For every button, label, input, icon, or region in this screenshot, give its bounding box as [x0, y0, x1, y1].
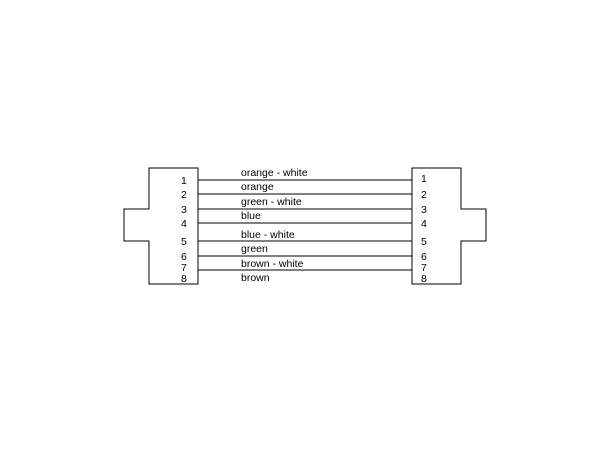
right-pin-2: 2 [421, 189, 427, 201]
left-pin-5: 5 [181, 236, 187, 248]
right-pin-4: 4 [421, 218, 427, 230]
right-pin-1: 1 [421, 173, 427, 185]
left-pin-4: 4 [181, 218, 187, 230]
left-pin-1: 1 [181, 175, 187, 187]
left-pin-6: 6 [181, 251, 187, 263]
left-pin-7: 7 [181, 262, 187, 274]
left-connector [123, 167, 199, 285]
wire-label-4: blue [241, 210, 261, 222]
wire-label-5: blue - white [241, 229, 295, 241]
right-pin-5: 5 [421, 236, 427, 248]
wire-label-7: brown - white [241, 258, 304, 270]
right-pin-8: 8 [421, 273, 427, 285]
right-pin-6: 6 [421, 251, 427, 263]
right-pin-7: 7 [421, 262, 427, 274]
wire-label-1: orange - white [241, 167, 308, 179]
left-pin-2: 2 [181, 189, 187, 201]
wire-label-3: green - white [241, 196, 302, 208]
left-pin-8: 8 [181, 273, 187, 285]
wire-label-6: green [241, 243, 268, 255]
wire-label-2: orange [241, 181, 274, 193]
right-pin-3: 3 [421, 204, 427, 216]
left-pin-3: 3 [181, 204, 187, 216]
right-connector [411, 167, 487, 285]
wire-label-8: brown [241, 272, 270, 284]
